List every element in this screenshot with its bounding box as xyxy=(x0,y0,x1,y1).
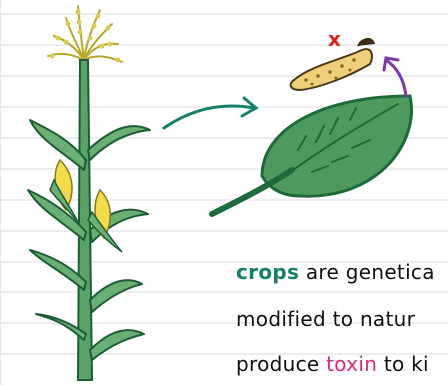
caption-line-3-pre: produce xyxy=(236,352,326,376)
corn-plant-icon xyxy=(28,6,150,380)
caption-line-1-rest: are genetica xyxy=(299,260,435,284)
caption-line-3: produce toxin to ki xyxy=(236,352,429,376)
curved-arrow-icon xyxy=(164,98,256,128)
leaf-icon xyxy=(212,96,412,214)
crops-highlight: crops xyxy=(236,260,299,284)
caption-line-2: modified to natur xyxy=(236,307,415,331)
x-mark: x xyxy=(328,27,341,51)
purple-arrow-icon xyxy=(384,58,406,96)
toxin-highlight: toxin xyxy=(326,352,377,376)
caption-line-1: crops are genetica xyxy=(236,260,435,284)
caption-line-3-post: to ki xyxy=(377,352,429,376)
